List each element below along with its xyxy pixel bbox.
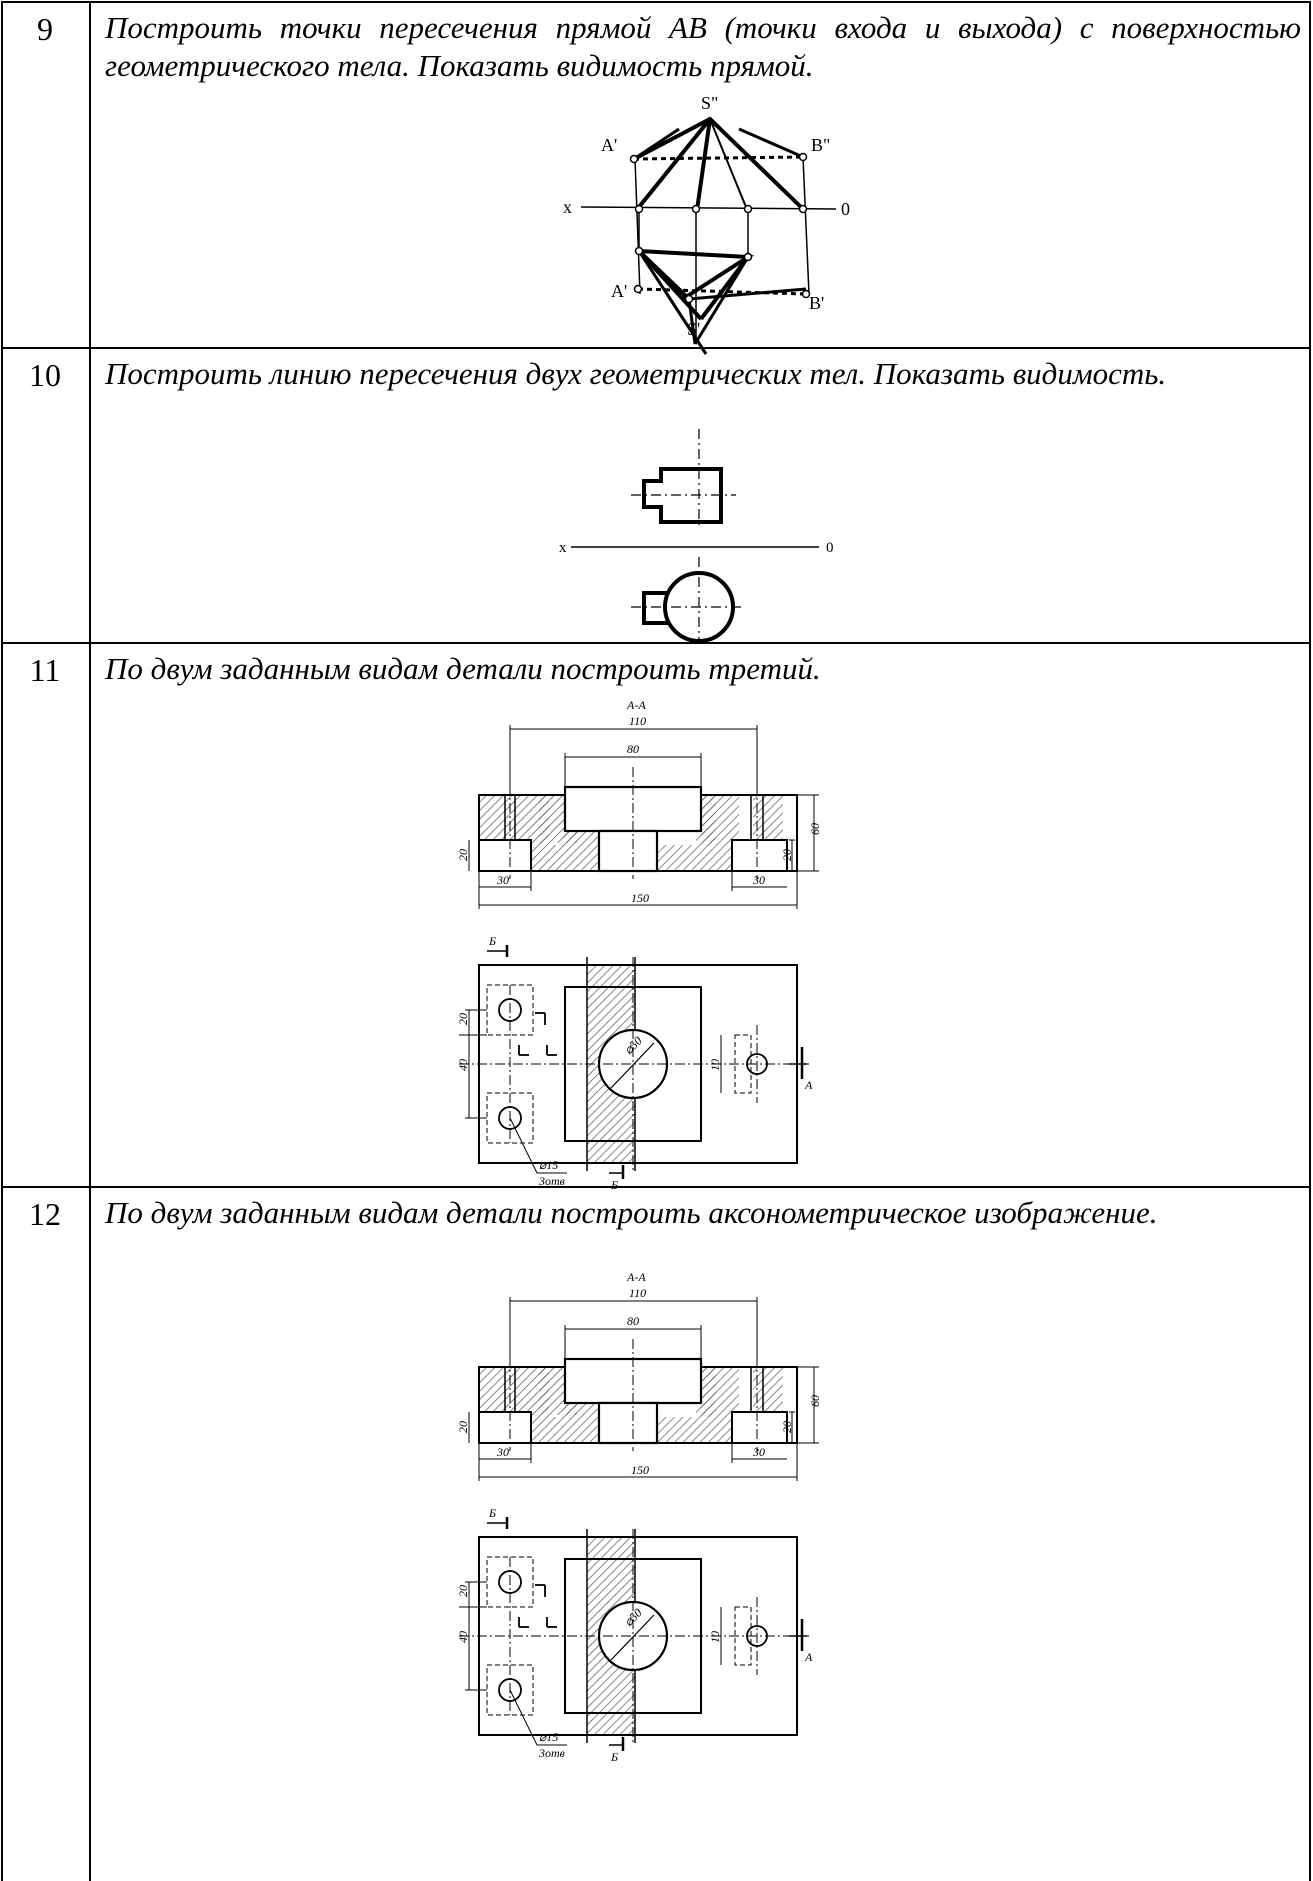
dim-10: 10	[708, 1631, 722, 1643]
table-border-top	[1, 1, 1311, 3]
cut-mark-b-bottom: Б	[610, 1750, 618, 1764]
section-label: А-А	[626, 698, 646, 712]
holes-diameter: ⌀15	[539, 1158, 558, 1172]
dim-150: 150	[631, 1463, 649, 1477]
cut-mark-a: А	[804, 1650, 813, 1664]
label-a2: A'	[601, 135, 617, 155]
dim-30-left: 30	[496, 1445, 509, 1459]
row-number: 9	[37, 11, 53, 47]
task-text: Построить линию пересечения двух геометр…	[105, 356, 1167, 391]
dim-20-left: 20	[456, 1421, 470, 1433]
bodies-intersection-drawing: x 0	[559, 429, 834, 643]
dim-80: 80	[627, 1314, 639, 1328]
dim-20-top: 20	[456, 1013, 470, 1025]
cut-mark-b-bottom: Б	[610, 1178, 618, 1192]
dim-150: 150	[631, 891, 649, 905]
row-divider	[1, 642, 1311, 644]
pyramid-line-drawing: S" A' B" x 0 A' B' S'	[563, 93, 850, 355]
row-divider	[1, 1186, 1311, 1188]
dim-60: 60	[808, 823, 822, 835]
label-x: x	[563, 197, 572, 217]
dim-20-right: 20	[780, 1421, 794, 1433]
table-border-left	[1, 1, 3, 1881]
label-x: x	[559, 540, 567, 556]
holes-count: 3отв	[538, 1174, 565, 1188]
row-number: 12	[29, 1196, 61, 1232]
row-number: 10	[29, 357, 61, 393]
dim-20-top: 20	[456, 1585, 470, 1597]
row-divider	[1, 347, 1311, 349]
section-label: А-А	[626, 1270, 646, 1284]
label-o: 0	[841, 199, 850, 219]
label-b2: B"	[811, 135, 830, 155]
label-a1: A'	[611, 281, 627, 301]
label-o: 0	[826, 540, 834, 556]
cut-mark-b-top: Б	[488, 934, 496, 948]
holes-diameter: ⌀15	[539, 1730, 558, 1744]
dim-110: 110	[629, 714, 646, 728]
dim-30-right: 30	[752, 873, 765, 887]
task-text: Построить точки пересечения прямой АВ (т…	[105, 10, 1301, 83]
dim-40: 40	[456, 1631, 470, 1643]
label-b1: B'	[809, 293, 824, 313]
dim-10: 10	[708, 1059, 722, 1071]
holes-count: 3отв	[538, 1746, 565, 1760]
column-divider	[89, 1, 91, 1881]
dim-30-right: 30	[752, 1445, 765, 1459]
cut-mark-a: А	[804, 1078, 813, 1092]
label-s1: S'	[687, 319, 700, 339]
dim-20-right: 20	[780, 849, 794, 861]
dim-80: 80	[627, 742, 639, 756]
dim-20-left: 20	[456, 849, 470, 861]
dim-110: 110	[629, 1286, 646, 1300]
table-border-right	[1309, 1, 1311, 1881]
dim-60: 60	[808, 1395, 822, 1407]
part-views-drawing: А-А 110 80 60 20 20 30 30 150 Б Б А 20 4…	[456, 1270, 822, 1764]
dim-40: 40	[456, 1059, 470, 1071]
row-number: 11	[29, 652, 61, 688]
cut-mark-b-top: Б	[488, 1506, 496, 1520]
label-s2: S"	[701, 93, 718, 113]
task-text: По двум заданным видам детали построить …	[105, 1195, 1158, 1230]
dim-30-left: 30	[496, 873, 509, 887]
part-views-drawing: А-А 110 80 60 20 20 30 30 150 Б Б А 20 4…	[456, 698, 822, 1192]
task-text: По двум заданным видам детали построить …	[105, 651, 821, 686]
